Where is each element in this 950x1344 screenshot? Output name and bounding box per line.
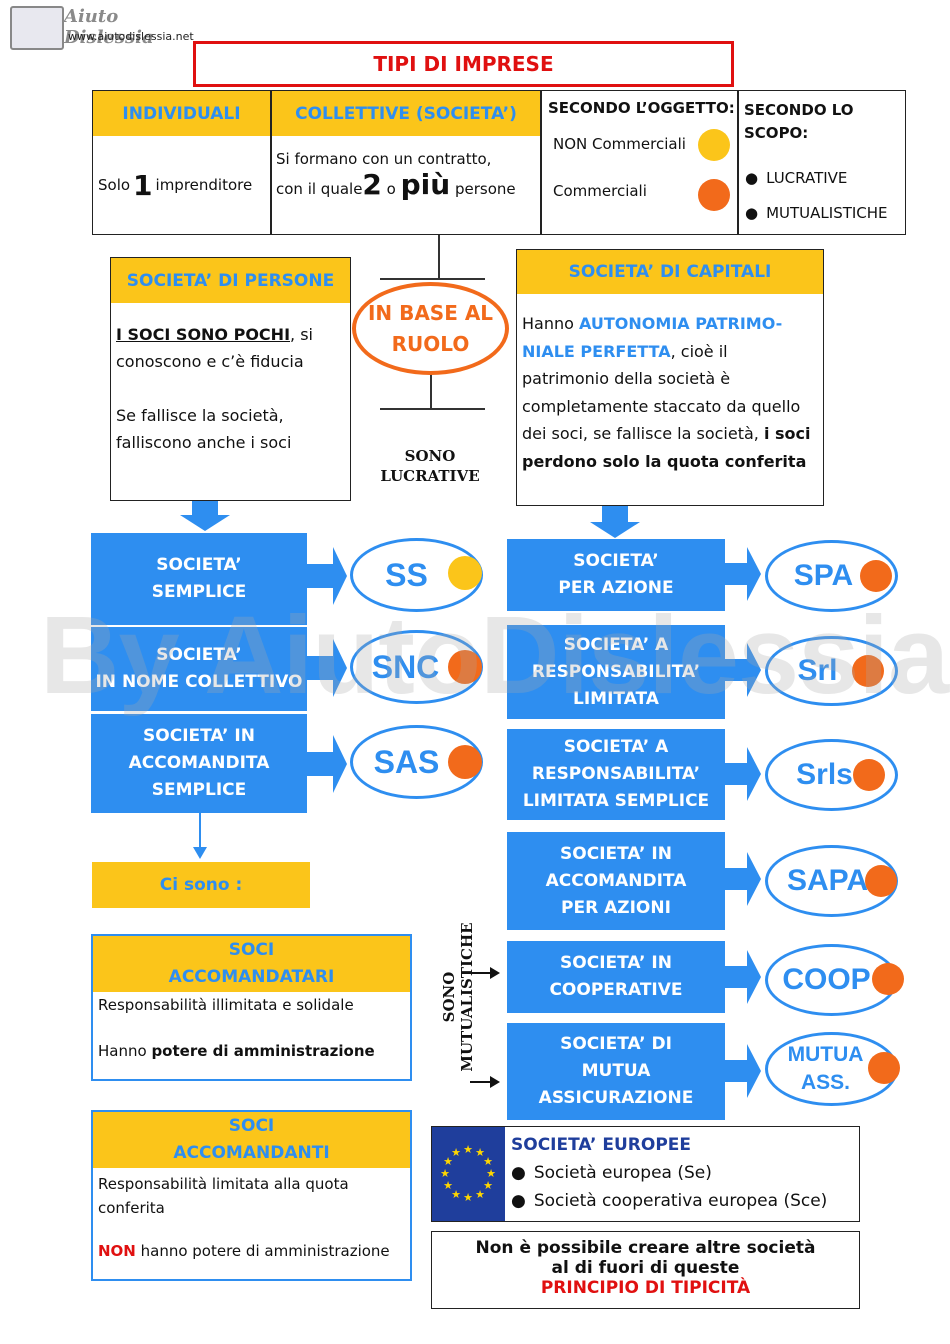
right-arrow-icon [725,643,761,697]
svg-text:★: ★ [475,1146,485,1159]
svg-text:★: ★ [483,1155,493,1168]
box-societa-semplice: SOCIETA’ SEMPLICE [91,533,307,625]
box-societa-accomandita-semplice: SOCIETA’ IN ACCOMANDITA SEMPLICE [91,714,307,813]
orange-dot-icon [448,745,482,779]
soci-pochi-text: I SOCI SONO POCHI [116,325,291,344]
collettive-cell: Si formano con un contratto, con il qual… [276,150,516,201]
oggetto-item-non-commerciali: NON Commerciali [553,135,686,153]
yellow-dot-icon [448,556,482,590]
svg-text:★: ★ [440,1167,450,1180]
top-table: INDIVIDUALI Solo 1 imprenditore COLLETTI… [92,90,906,235]
societa-di-capitali-header: SOCIETA’ DI CAPITALI [517,250,823,294]
oggetto-header: SECONDO L’OGGETTO: [548,99,735,117]
svg-text:★: ★ [463,1143,473,1156]
right-arrow-icon [725,852,761,906]
orange-dot-icon [698,179,730,211]
right-arrow-icon [725,1044,761,1098]
down-arrow-right-icon [590,506,640,538]
individuali-cell: Solo 1 imprenditore [98,168,253,202]
oval-mutua-ass: MUTUA ASS. [765,1032,898,1106]
collettive-header: COLLETTIVE (SOCIETA’) [272,91,540,136]
eu-flag-icon: ★★★★ ★★★★ ★★★★ [432,1127,505,1221]
svg-text:★: ★ [463,1191,473,1204]
ci-sono-label: Ci sono : [92,862,310,908]
societa-europee-box: ★★★★ ★★★★ ★★★★ SOCIETA’ EUROPEE ●Società… [431,1126,860,1222]
orange-dot-icon [448,650,482,684]
svg-text:★: ★ [486,1167,496,1180]
orange-dot-icon [868,1052,900,1084]
societa-di-persone-header: SOCIETA’ DI PERSONE [111,258,350,303]
in-base-al-ruolo-oval: IN BASE AL RUOLO [352,282,509,375]
box-societa-nome-collettivo: SOCIETA’ IN NOME COLLETTIVO [91,627,307,711]
europee-item-sce: ●Società cooperativa europea (Sce) [511,1191,828,1211]
societa-di-persone-box: SOCIETA’ DI PERSONE I SOCI SONO POCHI, s… [110,257,351,501]
box-societa-accomandita-per-azioni: SOCIETA’ IN ACCOMANDITA PER AZIONI [507,832,725,930]
svg-text:★: ★ [443,1179,453,1192]
oval-sapa: SAPA [765,845,898,917]
box-societa-cooperative: SOCIETA’ IN COOPERATIVE [507,941,725,1013]
sono-mutualistiche-label: SONO MUTUALISTICHE [440,922,476,1072]
orange-dot-icon [853,759,885,791]
soci-accomandatari-box: SOCI ACCOMANDATARI Responsabilità illimi… [91,934,412,1081]
right-arrow-icon [307,735,347,793]
europee-item-se: ●Società europea (Se) [511,1163,712,1183]
box-societa-responsabilita-limitata-semplice: SOCIETA’ A RESPONSABILITA’ LIMITATA SEMP… [507,729,725,820]
svg-text:★: ★ [475,1188,485,1201]
logo-url: www.aiutodislessia.net [68,30,194,43]
down-arrow-left-icon [180,501,230,531]
page-title: TIPI DI IMPRESE [193,41,734,87]
scopo-item-lucrative: ●LUCRATIVE [745,169,848,187]
box-societa-mutua-assicurazione: SOCIETA’ DI MUTUA ASSICURAZIONE [507,1023,725,1120]
soci-accomandanti-box: SOCI ACCOMANDANTI Responsabilità limitat… [91,1110,412,1281]
scopo-header: SECONDO LO SCOPO: [744,101,854,142]
scopo-item-mutualistiche: ●MUTUALISTICHE [745,204,888,222]
svg-text:★: ★ [451,1188,461,1201]
logo-name: Aiuto Dislessia [64,6,154,48]
orange-dot-icon [865,865,897,897]
right-arrow-icon [725,950,761,1004]
page-title-text: TIPI DI IMPRESE [373,52,554,76]
societa-europee-header: SOCIETA’ EUROPEE [511,1135,692,1155]
book-icon [10,6,64,50]
right-arrow-icon [725,747,761,801]
right-arrow-icon [725,547,761,601]
right-arrow-icon [307,547,347,605]
tipicita-box: Non è possibile creare altre società al … [431,1231,860,1309]
orange-dot-icon [852,655,884,687]
orange-dot-icon [872,963,904,995]
down-arrow-icon [193,813,207,859]
individuali-header: INDIVIDUALI [93,91,270,136]
accomandatari-header: SOCI ACCOMANDATARI [93,936,410,992]
persone-fallimento: Se fallisce la società, falliscono anche… [116,406,292,452]
svg-text:★: ★ [483,1179,493,1192]
small-arrow-icon [470,967,500,979]
yellow-dot-icon [698,129,730,161]
societa-di-capitali-box: SOCIETA’ DI CAPITALI Hanno AUTONOMIA PAT… [516,249,824,506]
small-arrow-icon [470,1076,500,1088]
accomandanti-header: SOCI ACCOMANDANTI [93,1112,410,1168]
svg-text:★: ★ [443,1155,453,1168]
orange-dot-icon [860,560,892,592]
oggetto-item-commerciali: Commerciali [553,182,647,200]
capitali-text: Hanno AUTONOMIA PATRIMO-NIALE PERFETTA, … [522,314,811,471]
logo: Aiuto Dislessia www.aiutodislessia.net [8,4,198,50]
right-arrow-icon [307,639,347,697]
box-societa-per-azione: SOCIETA’ PER AZIONE [507,539,725,611]
svg-text:★: ★ [451,1146,461,1159]
box-societa-responsabilita-limitata: SOCIETA’ A RESPONSABILITA’ LIMITATA [507,625,725,719]
